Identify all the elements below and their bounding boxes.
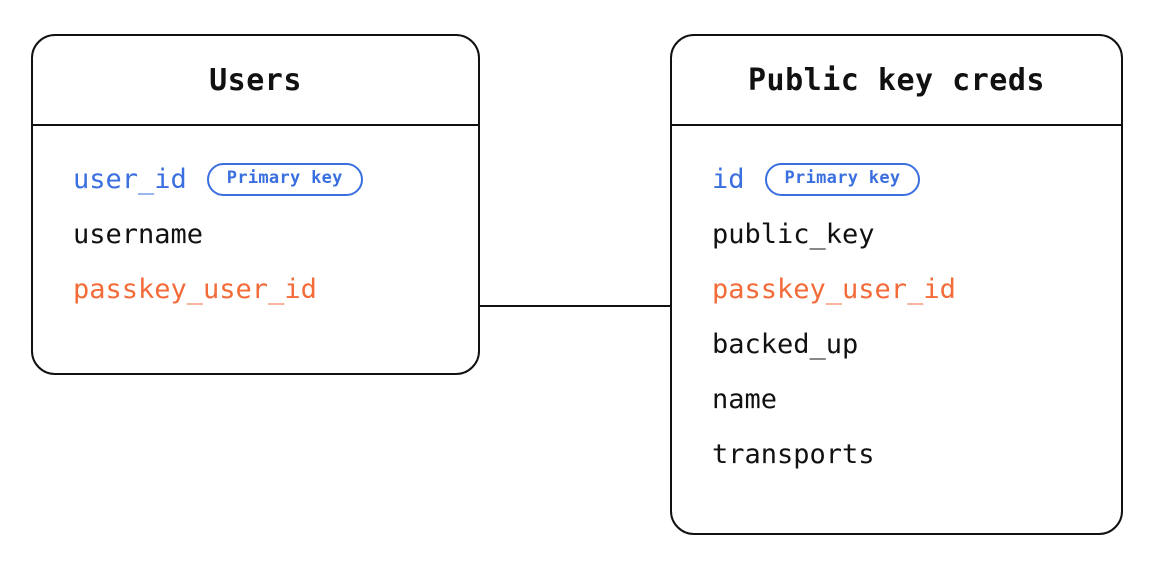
field-name-passkey-user-id: passkey_user_id	[73, 274, 317, 305]
field-row-user-id[interactable]: user_id Primary key	[33, 152, 478, 207]
field-row-passkey-user-id[interactable]: passkey_user_id	[33, 262, 478, 317]
entity-title-public-key-creds: Public key creds	[672, 36, 1121, 126]
field-row-id[interactable]: id Primary key	[672, 152, 1121, 207]
field-row-name[interactable]: name	[672, 372, 1121, 427]
primary-key-badge: Primary key	[764, 163, 921, 196]
entity-card-public-key-creds[interactable]: Public key creds id Primary key public_k…	[670, 34, 1123, 535]
field-name-transports: transports	[712, 439, 875, 470]
entity-title-users: Users	[33, 36, 478, 126]
field-name-public-key: public_key	[712, 219, 875, 250]
field-name-passkey-user-id: passkey_user_id	[712, 274, 956, 305]
relationship-connector-users-public-key-creds	[478, 305, 672, 307]
entity-card-users[interactable]: Users user_id Primary key username passk…	[31, 34, 480, 375]
field-row-username[interactable]: username	[33, 207, 478, 262]
field-row-transports[interactable]: transports	[672, 427, 1121, 482]
entity-fields-public-key-creds: id Primary key public_key passkey_user_i…	[672, 126, 1121, 508]
field-row-passkey-user-id[interactable]: passkey_user_id	[672, 262, 1121, 317]
field-row-public-key[interactable]: public_key	[672, 207, 1121, 262]
field-name-name: name	[712, 384, 778, 415]
field-name-id: id	[712, 164, 745, 195]
entity-fields-users: user_id Primary key username passkey_use…	[33, 126, 478, 343]
field-row-backed-up[interactable]: backed_up	[672, 317, 1121, 372]
primary-key-badge: Primary key	[206, 163, 363, 196]
field-name-backed-up: backed_up	[712, 329, 859, 360]
field-name-username: username	[73, 219, 204, 250]
field-name-user-id: user_id	[73, 164, 187, 195]
